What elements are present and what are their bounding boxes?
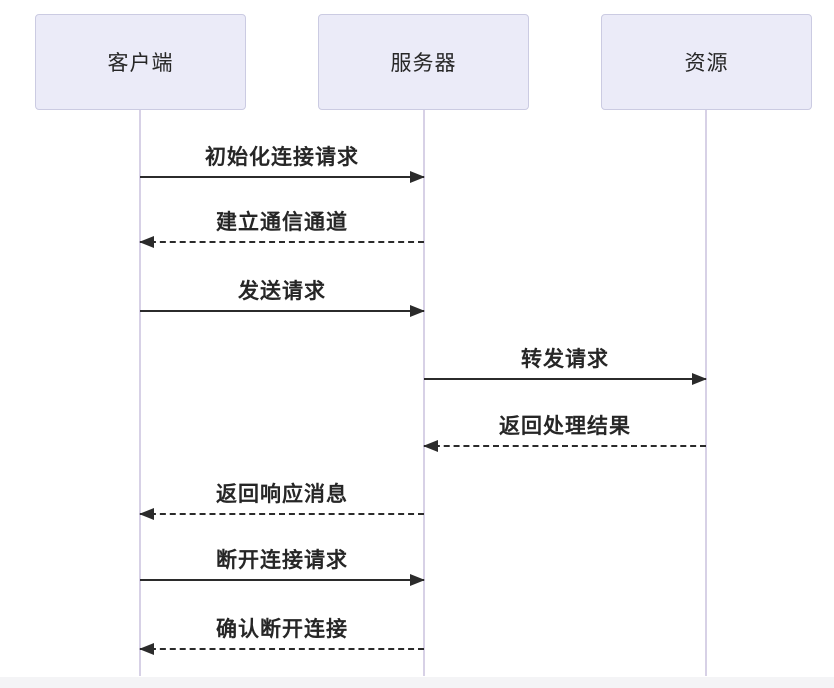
message-label: 发送请求	[238, 279, 326, 303]
message-arrow-solid	[140, 305, 425, 317]
message-label: 初始化连接请求	[205, 145, 359, 169]
message-confirm-disconnect: 确认断开连接	[139, 616, 424, 655]
message-label: 断开连接请求	[216, 548, 348, 572]
arrowhead-right-icon	[410, 171, 425, 183]
lifeline-server	[423, 110, 425, 676]
message-return-response: 返回响应消息	[139, 481, 424, 520]
actor-box-client: 客户端	[35, 14, 246, 110]
actor-label-server: 服务器	[390, 51, 457, 75]
message-forward-request: 转发请求	[424, 346, 707, 385]
message-return-processing-result: 返回处理结果	[423, 413, 706, 452]
message-send-request: 发送请求	[140, 278, 425, 317]
arrowhead-left-icon	[139, 643, 154, 655]
actor-box-server: 服务器	[318, 14, 529, 110]
message-disconnect-request: 断开连接请求	[140, 547, 425, 586]
message-arrow-solid	[140, 574, 425, 586]
message-arrow-solid	[424, 373, 707, 385]
message-arrow-solid	[140, 171, 425, 183]
message-arrow-dashed	[139, 508, 424, 520]
message-label: 返回响应消息	[216, 482, 348, 506]
arrowhead-right-icon	[692, 373, 707, 385]
actor-label-client: 客户端	[107, 51, 174, 75]
arrowhead-left-icon	[139, 236, 154, 248]
message-label: 返回处理结果	[499, 414, 631, 438]
actor-label-resource: 资源	[684, 51, 729, 75]
message-arrow-dashed	[139, 643, 424, 655]
lifeline-resource	[705, 110, 707, 676]
message-label: 确认断开连接	[216, 617, 348, 641]
message-arrow-dashed	[423, 440, 706, 452]
message-arrow-dashed	[139, 236, 424, 248]
message-label: 转发请求	[521, 347, 609, 371]
actor-box-resource: 资源	[601, 14, 812, 110]
arrowhead-right-icon	[410, 305, 425, 317]
lifeline-client	[139, 110, 141, 676]
message-init-connection-request: 初始化连接请求	[140, 144, 425, 183]
arrowhead-right-icon	[410, 574, 425, 586]
bottom-page-edge	[0, 677, 834, 688]
message-establish-channel: 建立通信通道	[139, 209, 424, 248]
arrowhead-left-icon	[139, 508, 154, 520]
arrowhead-left-icon	[423, 440, 438, 452]
message-label: 建立通信通道	[216, 210, 348, 234]
